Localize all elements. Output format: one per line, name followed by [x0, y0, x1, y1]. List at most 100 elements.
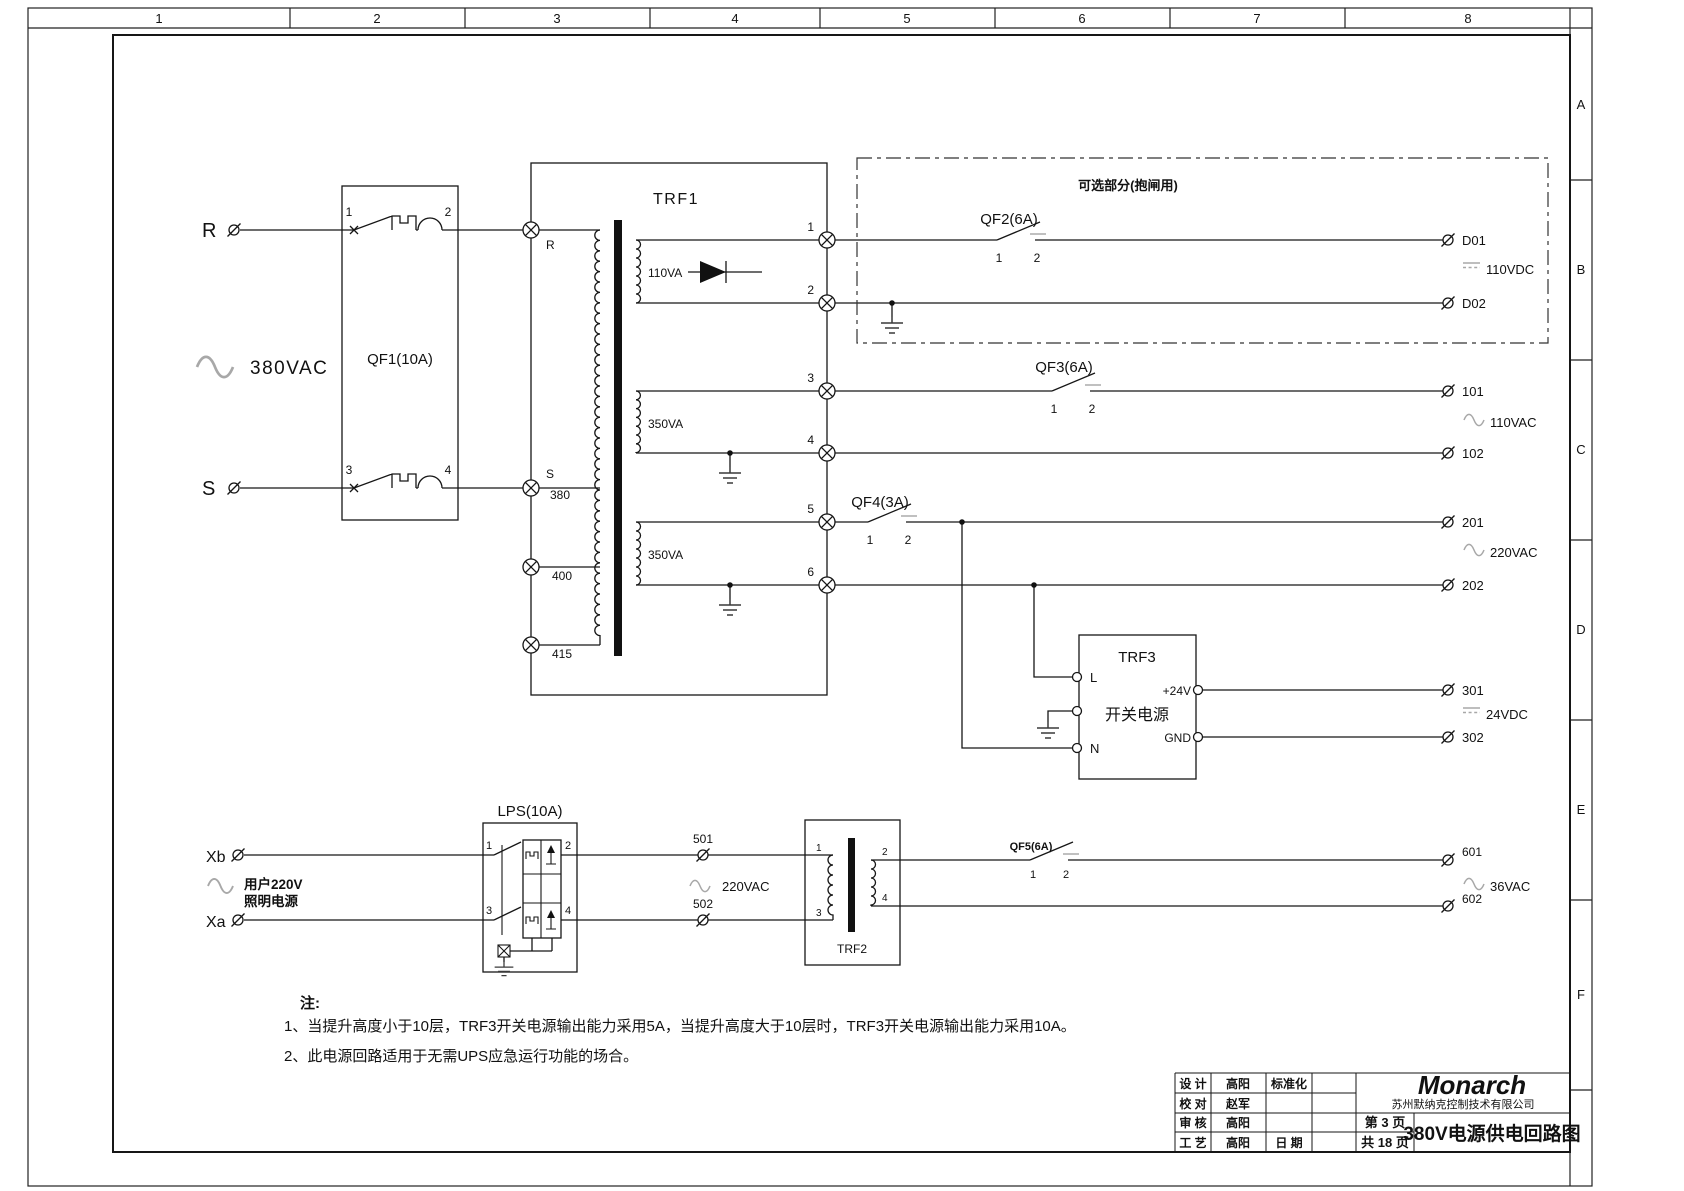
junction-dot	[1031, 582, 1037, 588]
junction-dot	[959, 519, 965, 525]
row-label: D	[1576, 622, 1585, 637]
lps-blades-icon	[493, 841, 522, 921]
phase-r-label: R	[202, 220, 216, 242]
trf2-t4: 4	[882, 893, 888, 904]
qf3-label: QF3(6A)	[1035, 359, 1093, 376]
breaker-pole-icon	[341, 473, 459, 493]
user-source-line1: 用户220V	[244, 876, 303, 892]
lighting-wires	[244, 854, 1443, 962]
secondary-coil-icon	[635, 390, 642, 454]
qf1-terminal-2: 2	[445, 205, 452, 219]
terminal-icon	[1440, 295, 1456, 311]
qf5-terminal-1: 1	[1030, 869, 1036, 881]
trf2-transformer: TRF2 1 3 2 4	[804, 819, 901, 966]
standardization-label: 标准化	[1270, 1076, 1307, 1091]
terminal-302: 302	[1462, 730, 1484, 745]
trf3-name: 开关电源	[1105, 706, 1169, 724]
primary-coil-icon	[827, 854, 834, 920]
earth-terminal-box	[497, 944, 511, 958]
terminal-icon	[1440, 729, 1456, 745]
terminal-601: 601	[1462, 845, 1482, 859]
terminal-s-icon	[226, 480, 242, 496]
qf5-terminal-2: 2	[1063, 869, 1069, 881]
col-label: 8	[1464, 11, 1471, 26]
qf5-label: QF5(6A)	[1010, 841, 1053, 853]
qf1-terminal-4: 4	[445, 463, 452, 477]
terminal-502-icon	[695, 912, 711, 928]
lps-label: LPS(10A)	[497, 803, 562, 820]
trf1-t3: 3	[807, 371, 814, 385]
thermal-element-icon	[525, 851, 539, 859]
main-wires	[240, 229, 1443, 749]
optional-section-box	[856, 157, 1549, 344]
craft-label: 工 艺	[1179, 1135, 1206, 1150]
notes-head: 注:	[300, 994, 320, 1012]
trf2-t3: 3	[816, 908, 822, 919]
company-name: 苏州默纳克控制技术有限公司	[1392, 1097, 1535, 1111]
qf1-breaker: QF1(10A) 1 2 3 4	[341, 185, 459, 521]
tap-s-label: S	[546, 467, 554, 481]
winding-350va-label: 350VA	[648, 417, 683, 431]
title-block: 设 计 高阳 标准化 校 对 赵军 审 核 高阳 第 3 页 工 艺 高阳 日 …	[1174, 1070, 1581, 1152]
tap-terminal-icon	[522, 479, 540, 497]
ac-symbol-icon	[1463, 413, 1485, 427]
phase-s-label: S	[202, 478, 215, 500]
ac-symbol-icon	[195, 355, 235, 379]
ac-symbol-icon	[1463, 543, 1485, 557]
terminal-icon	[1440, 445, 1456, 461]
tap-r-label: R	[546, 238, 555, 252]
junction-dot	[727, 582, 733, 588]
lps-terminal-4: 4	[565, 905, 571, 917]
pin-icon	[1071, 742, 1083, 754]
terminal-602: 602	[1462, 892, 1482, 906]
ground-icon	[494, 961, 514, 977]
lps-terminal-1: 1	[486, 840, 492, 852]
user-source-line2: 照明电源	[244, 893, 298, 909]
date-label: 日 期	[1275, 1135, 1302, 1150]
terminal-icon	[1440, 852, 1456, 868]
note-2: 2、此电源回路适用于无需UPS应急运行功能的场合。	[284, 1047, 638, 1065]
junction-dot	[727, 450, 733, 456]
ground-icon	[880, 316, 904, 334]
trf2-t1: 1	[816, 843, 822, 854]
tap-terminal-icon	[522, 636, 540, 654]
voltage-220vac-mid: 220VAC	[722, 879, 769, 894]
pin-24v-label: +24V	[1163, 684, 1191, 698]
out-terminal-icon	[818, 231, 836, 249]
terminal-xb-icon	[230, 847, 246, 863]
note-1: 1、当提升高度小于10层，TRF3开关电源输出能力采用5A，当提升高度大于10层…	[284, 1018, 1076, 1035]
qf3-terminal-1: 1	[1051, 402, 1058, 416]
tap-terminal-icon	[522, 221, 540, 239]
pin-icon	[1071, 671, 1083, 683]
trf3-power-supply: TRF3 开关电源 L N +24V GND	[1036, 634, 1204, 780]
out-terminal-icon	[818, 294, 836, 312]
terminal-d02: D02	[1462, 296, 1486, 311]
terminal-icon	[1440, 232, 1456, 248]
out-terminal-icon	[818, 576, 836, 594]
ac-symbol-icon	[1463, 877, 1485, 891]
trf2-t2: 2	[882, 847, 888, 858]
terminal-101: 101	[1462, 384, 1484, 399]
trf1-label: TRF1	[653, 191, 699, 208]
lighting-circuit: Xb Xa 用户220V 照明电源 LPS(10A) 1 2 3 4 501 5…	[206, 803, 1530, 977]
lps-element-box	[522, 839, 562, 939]
pin-l-label: L	[1090, 670, 1097, 685]
voltage-24vdc: 24VDC	[1486, 707, 1528, 722]
craft-name: 高阳	[1226, 1135, 1250, 1150]
notes: 注: 1、当提升高度小于10层，TRF3开关电源输出能力采用5A，当提升高度大于…	[284, 994, 1076, 1065]
ground-icon	[718, 466, 742, 484]
source-voltage-label: 380VAC	[250, 358, 328, 379]
qf4-terminal-2: 2	[905, 533, 912, 547]
diode-icon	[700, 261, 726, 283]
qf2-terminal-2: 2	[1034, 251, 1041, 265]
terminal-301: 301	[1462, 683, 1484, 698]
winding-350va-label: 350VA	[648, 548, 683, 562]
page-number: 第 3 页	[1365, 1115, 1405, 1130]
terminal-icon	[1440, 383, 1456, 399]
pin-gnd-label: GND	[1164, 731, 1191, 745]
tap-380-label: 380	[550, 488, 570, 502]
col-label: 7	[1253, 11, 1260, 26]
trf1-t6: 6	[807, 565, 814, 579]
qf3-terminal-2: 2	[1089, 402, 1096, 416]
